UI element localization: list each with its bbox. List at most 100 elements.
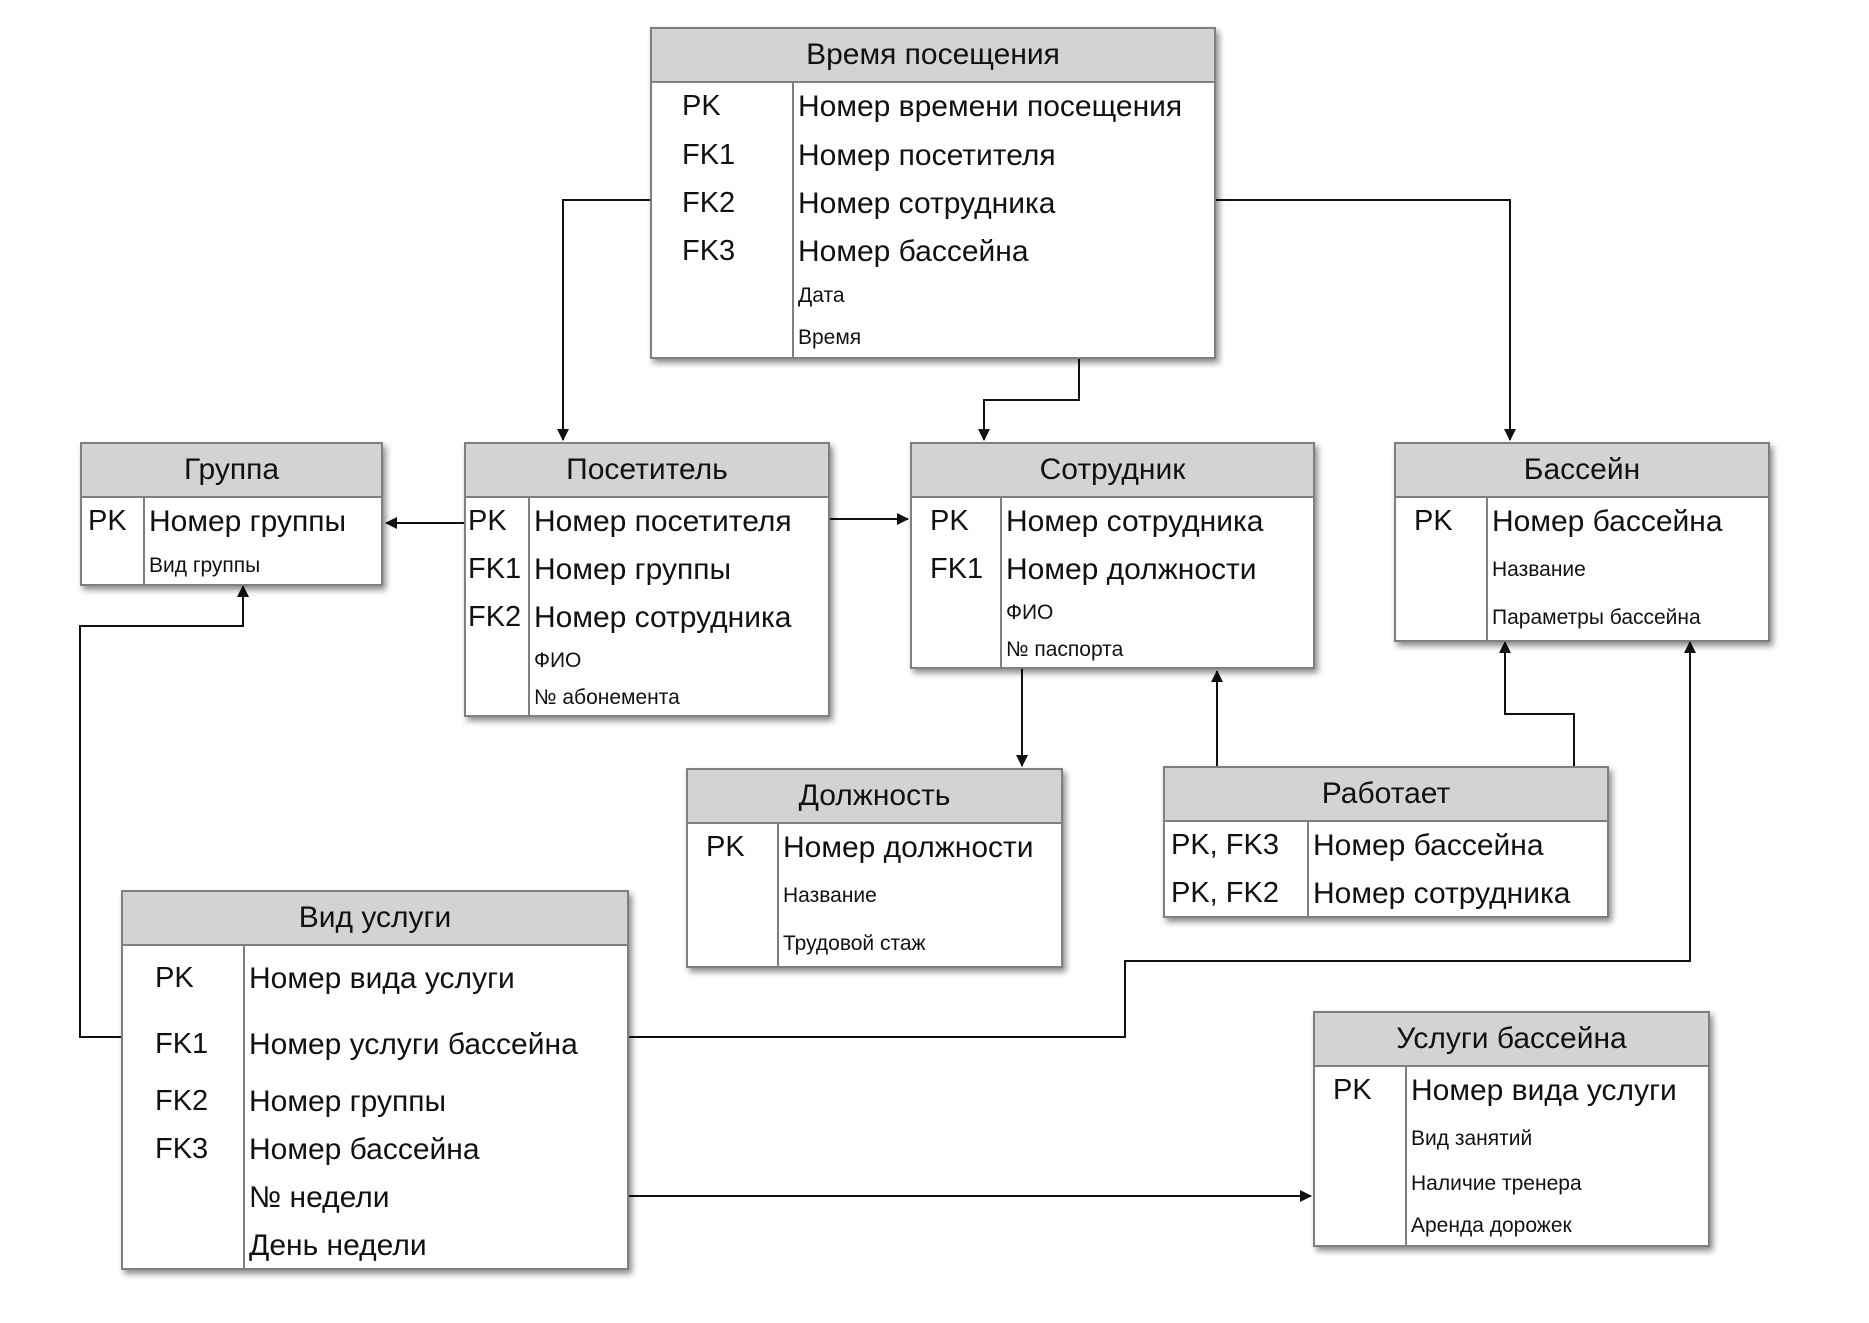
attribute-row: FK1 Номер группы: [466, 546, 828, 594]
attribute-name: ФИО: [1006, 601, 1054, 624]
attribute-name: День недели: [249, 1229, 427, 1262]
attribute-name: Дата: [798, 284, 845, 307]
attribute-name: Номер вида услуги: [1411, 1074, 1677, 1107]
attribute-name: Номер времени посещения: [798, 90, 1183, 123]
attribute-row: ФИО: [912, 594, 1313, 631]
attribute-row: Вид занятий: [1315, 1115, 1708, 1163]
attribute-row: PK Номер времени посещения: [652, 83, 1214, 131]
attribute-row: FK2 Номер сотрудника: [652, 180, 1214, 228]
attribute-name: Номер должности: [1006, 553, 1257, 586]
attribute-name: Номер группы: [149, 505, 347, 538]
attribute-row: Дата: [652, 276, 1214, 316]
column-divider: [143, 498, 145, 586]
entity-title: Работает: [1165, 768, 1607, 822]
attribute-row: Название: [688, 872, 1061, 920]
key-label: FK2: [682, 187, 736, 219]
attribute-name: Номер сотрудника: [1006, 505, 1264, 538]
key-label: PK: [682, 90, 721, 122]
attribute-row: PK Номер посетителя: [466, 498, 828, 546]
attribute-name: Номер сотрудника: [1313, 877, 1571, 910]
attribute-row: № недели: [123, 1174, 627, 1222]
key-label: PK: [155, 962, 194, 994]
attribute-row: FK3 Номер бассейна: [652, 228, 1214, 276]
attribute-name: Трудовой стаж: [783, 932, 926, 955]
attribute-name: Номер группы: [249, 1085, 447, 1118]
attribute-name: Наличие тренера: [1411, 1172, 1582, 1195]
attribute-row: ФИО: [466, 642, 828, 679]
entity-title: Вид услуги: [123, 892, 627, 946]
attribute-name: Номер группы: [534, 553, 732, 586]
attribute-row: Параметры бассейна: [1396, 594, 1768, 642]
key-label: FK1: [682, 139, 736, 171]
column-divider: [243, 946, 245, 1270]
attribute-row: № паспорта: [912, 631, 1313, 669]
attribute-name: Номер бассейна: [249, 1133, 480, 1166]
key-label: FK3: [682, 235, 736, 267]
attribute-name: Номер посетителя: [534, 505, 792, 538]
relationship-vremya-to-bassein: [1216, 199, 1516, 441]
key-label: PK: [1414, 505, 1453, 537]
attribute-row: Аренда дорожек: [1315, 1205, 1708, 1247]
attribute-row: Трудовой стаж: [688, 920, 1061, 968]
attribute-name: Вид группы: [149, 554, 261, 577]
attribute-name: Название: [783, 884, 877, 907]
key-label: FK3: [155, 1133, 209, 1165]
entity-title: Время посещения: [652, 29, 1214, 83]
key-label: FK1: [468, 553, 522, 585]
attribute-name: Номер бассейна: [798, 235, 1029, 268]
attribute-name: ФИО: [534, 649, 582, 672]
attribute-row: FK1 Номер должности: [912, 546, 1313, 594]
column-divider: [1000, 498, 1002, 669]
attribute-name: № недели: [249, 1181, 390, 1214]
attribute-name: Время: [798, 326, 862, 349]
attribute-row: № абонемента: [466, 679, 828, 717]
column-divider: [528, 498, 530, 717]
key-label: FK1: [930, 553, 984, 585]
attribute-row: День недели: [123, 1222, 627, 1270]
key-label: PK, FK3: [1171, 829, 1279, 861]
attribute-row: Время: [652, 316, 1214, 359]
key-label: FK2: [155, 1085, 209, 1117]
column-divider: [1486, 498, 1488, 642]
relationship-rabotaet-to-bassein: [1499, 641, 1575, 766]
attribute-name: Номер сотрудника: [798, 187, 1056, 220]
attribute-name: Номер бассейна: [1492, 505, 1723, 538]
entity-title: Бассейн: [1396, 444, 1768, 498]
attribute-name: № абонемента: [534, 686, 680, 709]
key-label: FK1: [155, 1028, 209, 1060]
entity-title: Группа: [82, 444, 381, 498]
entity-title: Посетитель: [466, 444, 828, 498]
key-label: PK: [468, 505, 507, 537]
attribute-name: Название: [1492, 558, 1586, 581]
column-divider: [792, 83, 794, 359]
attribute-row: FK1 Номер услуги бассейна: [123, 1012, 627, 1078]
column-divider: [777, 824, 779, 968]
key-label: FK2: [468, 601, 522, 633]
attribute-name: Параметры бассейна: [1492, 606, 1701, 629]
entity-title: Сотрудник: [912, 444, 1313, 498]
attribute-name: Номер услуги бассейна: [249, 1028, 578, 1061]
attribute-name: Вид занятий: [1411, 1127, 1533, 1150]
